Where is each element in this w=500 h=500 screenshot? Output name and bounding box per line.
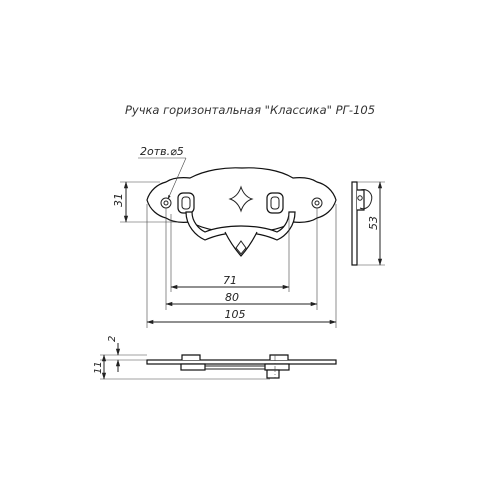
post-left [177, 192, 195, 214]
mount-hole-right-inner [314, 200, 320, 206]
drawing-title: Ручка горизонтальная "Классика" РГ-105 [124, 103, 376, 117]
dim-label-11: 11 [93, 361, 104, 374]
side-plate [351, 181, 358, 266]
bottom-post-right [269, 354, 289, 360]
dim-label-31: 31 [112, 193, 125, 207]
dim-label-2: 2 [107, 336, 118, 342]
side-view: 53 [351, 181, 385, 266]
callout-leader [167, 157, 187, 200]
dim-label-71: 71 [223, 274, 237, 287]
back-plate [146, 167, 337, 233]
dim-label-105: 105 [225, 308, 246, 321]
bottom-bail-drop [266, 369, 280, 379]
bottom-bail-left [180, 363, 206, 371]
dimension-widths: 71 80 105 [146, 204, 337, 328]
holes-callout: 2отв.⌀5 [140, 145, 184, 158]
bail-diamond [235, 240, 247, 255]
dim-label-80: 80 [225, 291, 239, 304]
bottom-plate [146, 359, 337, 365]
dim-label-53: 53 [367, 216, 380, 230]
front-view: 2отв.⌀5 [138, 145, 337, 257]
bottom-bail-right [264, 363, 290, 371]
bail-handle [185, 211, 296, 241]
side-bail [359, 189, 373, 210]
post-right [266, 192, 284, 214]
dimension-height-front: 31 [112, 181, 178, 223]
bottom-view: 2 11 [93, 336, 337, 380]
bottom-post-left [181, 354, 201, 360]
mount-hole-left-inner [163, 200, 169, 206]
plate-diamond [228, 185, 254, 213]
bail-drop [224, 231, 258, 257]
